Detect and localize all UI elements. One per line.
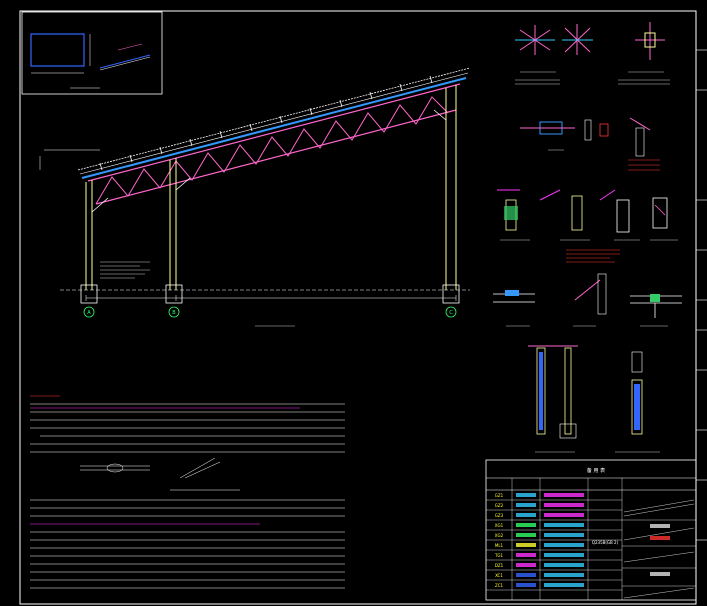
table-code-cell: XG2 [495,533,504,538]
drawing-border [19,10,697,605]
detail-beam-joints [493,273,682,327]
purlin-ticks [99,75,433,171]
truss-bottom-chord [95,109,457,205]
table-code-cell: DZ1 [495,563,504,568]
axis-label-b: B [172,310,176,316]
roof-line-2 [79,72,469,175]
table-title: 备 用 表 [587,467,605,474]
footings [80,284,460,304]
axis-label-c: C [449,310,453,316]
table-code-cell: ML1 [495,543,504,548]
table-material: Q235B(GB 2) [592,540,619,545]
detail-star-2 [562,24,593,55]
columns [85,85,457,290]
table-code-cell: ZC1 [495,583,504,588]
roof-top-line [77,67,471,171]
table-cell-marks [516,493,670,587]
truss-web [95,96,449,205]
table-code-cell: TG1 [494,553,504,558]
detail-joint-3 [635,22,665,60]
detail-purlin-support [520,117,660,171]
table-code-cell: GZ2 [495,503,504,508]
truss-top-chord [87,83,461,182]
axis-label-a: A [87,310,91,316]
detail-column-sections [528,345,660,453]
general-notes [30,395,345,589]
table-code-cell: XG1 [495,523,504,528]
axis-bubble-b [168,306,180,318]
table-code-cell: XC1 [495,573,503,578]
detail-connections-top [515,22,670,85]
detail-base-row [497,189,678,263]
material-table: 备 用 表 Q235B(GB 2) GZ1GZ2GZ3XG1XG2ML1TG1D… [485,459,697,601]
axis-bubble-c [445,306,457,318]
roof-rafter [81,77,467,179]
axis-bubbles: A B C [83,306,457,318]
detail-star-1 [515,25,555,55]
weld-sketch [80,457,240,491]
key-plan [21,11,163,95]
elevation-notes [100,261,295,327]
title-block-strip [696,49,707,541]
table-code-cell: GZ3 [495,513,504,518]
elevation-view: A B C [39,67,471,327]
table-code-cell: GZ1 [495,493,504,498]
knee-braces [91,109,447,213]
axis-bubble-a [83,306,95,318]
dimension-lines [39,149,457,301]
